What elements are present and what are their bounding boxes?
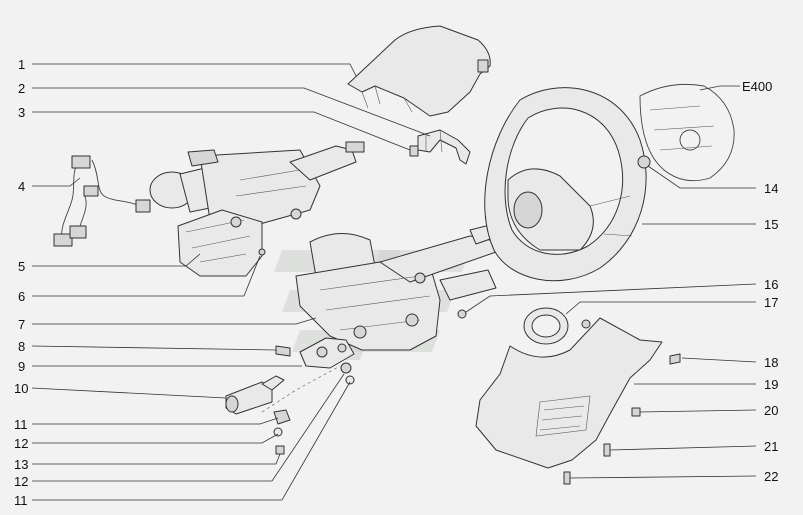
callout-11-upper: 11 <box>14 417 28 432</box>
callout-1: 1 <box>18 57 25 72</box>
mounting-bracket <box>417 129 471 165</box>
callout-4: 4 <box>18 179 25 194</box>
leader-lines-left <box>31 63 431 501</box>
callout-19: 19 <box>764 377 778 392</box>
callout-18: 18 <box>764 355 778 370</box>
callout-16: 16 <box>764 277 778 292</box>
steering-wheel <box>484 87 647 282</box>
clock-spring-ring <box>523 307 569 345</box>
joint-bolt <box>275 345 291 357</box>
wiring-harness <box>53 155 151 247</box>
callout-12-lower: 12 <box>14 474 28 489</box>
callout-7: 7 <box>18 317 25 332</box>
callout-6: 6 <box>18 289 25 304</box>
callout-labels-right: E400 14 15 16 17 18 19 20 21 22 <box>742 79 778 484</box>
callout-3: 3 <box>18 105 25 120</box>
bracket-screw <box>409 145 419 157</box>
callout-14: 14 <box>764 181 778 196</box>
callout-labels-left: 1 2 3 4 5 6 7 8 9 10 11 12 13 12 11 <box>14 57 28 508</box>
upper-column-shroud <box>347 25 491 117</box>
shroud-screws <box>563 353 681 485</box>
steering-column-lower-assembly <box>295 219 517 351</box>
callout-12-upper: 12 <box>14 436 28 451</box>
callout-22: 22 <box>764 469 778 484</box>
lower-column-shroud <box>475 317 663 469</box>
steering-column-upper-assembly <box>149 141 365 277</box>
universal-joint <box>299 337 355 369</box>
callout-8: 8 <box>18 339 25 354</box>
callout-10: 10 <box>14 381 28 396</box>
intermediate-shaft <box>225 375 285 415</box>
callout-5: 5 <box>18 259 25 274</box>
callout-11-lower: 11 <box>14 493 28 508</box>
callout-21: 21 <box>764 439 778 454</box>
wheel-nut <box>457 309 467 319</box>
callout-e400: E400 <box>742 79 772 94</box>
fasteners <box>261 362 355 455</box>
callout-13: 13 <box>14 457 28 472</box>
airbag-fixing-nut <box>637 155 651 169</box>
airbag-module <box>639 83 735 182</box>
callout-15: 15 <box>764 217 778 232</box>
leader-lines-right <box>465 85 757 479</box>
callout-20: 20 <box>764 403 778 418</box>
callout-2: 2 <box>18 81 25 96</box>
callout-17: 17 <box>764 295 778 310</box>
callout-9: 9 <box>18 359 25 374</box>
